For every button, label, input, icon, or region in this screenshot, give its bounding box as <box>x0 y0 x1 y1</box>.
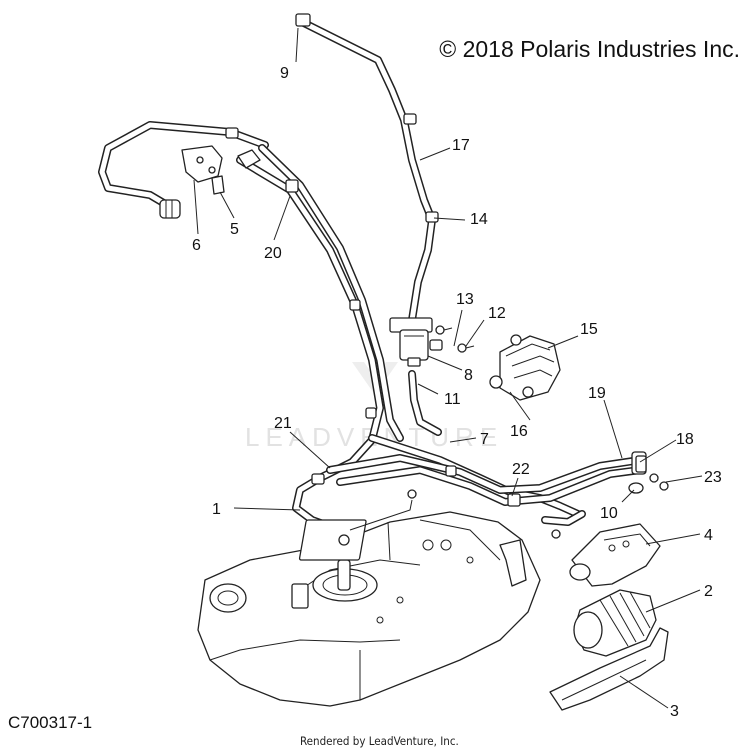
callout-3: 3 <box>670 703 679 720</box>
bracket-3 <box>549 627 669 711</box>
callout-17: 17 <box>452 137 470 154</box>
callout-22: 22 <box>512 461 530 478</box>
callout-15: 15 <box>580 321 598 338</box>
fitting-5 <box>211 149 261 195</box>
callout-2: 2 <box>704 583 713 600</box>
fuel-line-19 <box>326 454 644 506</box>
pump-assembly-15 <box>489 334 561 401</box>
callout-21: 21 <box>274 415 292 432</box>
fuel-line-21 <box>258 144 404 442</box>
leader-lines <box>193 27 703 709</box>
callout-16: 16 <box>510 423 528 440</box>
callout-23: 23 <box>704 469 722 486</box>
mounting-bracket-6 <box>181 145 223 183</box>
callout-10: 10 <box>600 505 618 522</box>
rendered-by-credit: Rendered by LeadVenture, Inc. <box>300 734 459 748</box>
callout-19: 19 <box>588 385 606 402</box>
fuel-filter-8 <box>389 317 443 367</box>
callout-20: 20 <box>264 245 282 262</box>
vent-hose-11 <box>408 370 442 436</box>
connector-18 <box>635 455 647 473</box>
screw-12 <box>457 343 475 353</box>
hose-end-connector <box>159 199 181 219</box>
copyright-notice: © 2018 Polaris Industries Inc. <box>439 36 740 62</box>
callout-5: 5 <box>230 221 239 238</box>
fuel-line-20 <box>236 156 384 534</box>
vent-hose-17 <box>298 18 436 324</box>
grommet-10 <box>551 482 644 539</box>
callout-9: 9 <box>280 65 289 82</box>
callout-7: 7 <box>480 431 489 448</box>
callout-numbers: 1 2 3 4 5 6 7 8 9 10 11 12 13 14 15 16 1… <box>192 65 722 720</box>
hose-fitting-22 <box>541 510 586 526</box>
screw-13 <box>435 325 453 335</box>
vent-line-loop <box>98 121 269 212</box>
callout-1: 1 <box>212 501 221 518</box>
fuel-tank <box>197 489 541 707</box>
callout-13: 13 <box>456 291 474 308</box>
callout-14: 14 <box>470 211 488 228</box>
fuel-pump-2 <box>573 589 657 657</box>
diagram-id: C700317-1 <box>8 713 93 732</box>
callout-4: 4 <box>704 527 713 544</box>
screws-23 <box>649 473 669 491</box>
pump-guard-4 <box>569 523 661 587</box>
callout-18: 18 <box>676 431 694 448</box>
callout-12: 12 <box>488 305 506 322</box>
callout-8: 8 <box>464 367 473 384</box>
callout-6: 6 <box>192 237 201 254</box>
callout-11: 11 <box>444 391 461 408</box>
